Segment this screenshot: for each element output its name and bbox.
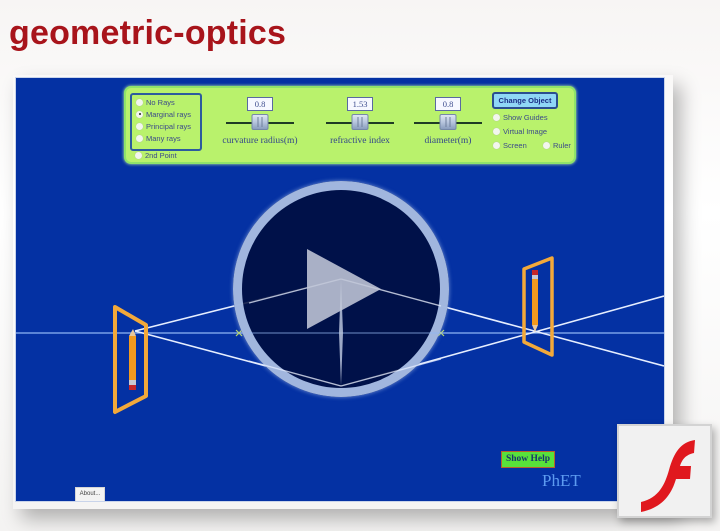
diameter-value[interactable]: 0.8 [435,97,461,111]
radio-principal-rays[interactable]: Principal rays [136,121,191,131]
checkbox-ruler[interactable]: Ruler [543,140,571,150]
checkbox-icon[interactable] [135,151,142,159]
object-pencil [113,305,148,414]
slider-label: refractive index [330,136,390,146]
ray-lower-left-overlay [248,360,342,387]
image-pencil [522,256,554,357]
checkbox-icon[interactable] [493,113,500,121]
slider-curvature-radius[interactable]: 0.8 curvature radius(m) [220,92,300,152]
flash-badge [617,424,712,518]
radio-no-rays[interactable]: No Rays [136,97,175,107]
slider-diameter[interactable]: 0.8 diameter(m) [408,92,488,152]
checkbox-screen[interactable]: Screen [493,140,527,150]
radio-many-rays[interactable]: Many rays [136,133,181,143]
checkbox-icon[interactable] [493,127,500,135]
lens [339,279,343,386]
radio-icon[interactable] [136,134,143,142]
checkbox-virtual-image[interactable]: Virtual Image [493,126,547,136]
slider-refractive-index[interactable]: 1.53 refractive index [320,92,400,152]
show-help-button[interactable]: Show Help [501,451,555,468]
radio-checked-icon[interactable] [136,110,143,118]
phet-logo[interactable]: PhET [542,471,581,490]
simulation-canvas[interactable]: No Rays Marginal rays Principal rays Man… [15,77,665,502]
curvature-radius-value[interactable]: 0.8 [247,97,273,111]
slider-thumb[interactable] [439,114,457,130]
slider-label: diameter(m) [424,136,472,146]
about-button[interactable]: About... [75,487,105,501]
change-object-button[interactable]: Change Object [492,92,558,109]
slider-thumb[interactable] [351,114,369,130]
checkbox-icon[interactable] [543,141,550,149]
adobe-flash-icon [641,440,695,512]
slider-label: curvature radius(m) [222,136,298,146]
radio-icon[interactable] [136,122,143,130]
page-title: geometric-optics [9,14,287,52]
play-icon[interactable] [307,249,381,329]
checkbox-2nd-point[interactable]: 2nd Point [135,150,177,160]
radio-icon[interactable] [136,98,143,106]
optics-scene [16,256,664,414]
checkbox-show-guides[interactable]: Show Guides [493,112,548,122]
ray-type-group: No Rays Marginal rays Principal rays Man… [130,93,202,151]
ray-lower-right-overlay [340,358,442,387]
checkbox-icon[interactable] [493,141,500,149]
refractive-index-value[interactable]: 1.53 [347,97,373,111]
slider-thumb[interactable] [251,114,269,130]
radio-marginal-rays[interactable]: Marginal rays [136,109,191,119]
control-panel: No Rays Marginal rays Principal rays Man… [124,86,576,164]
